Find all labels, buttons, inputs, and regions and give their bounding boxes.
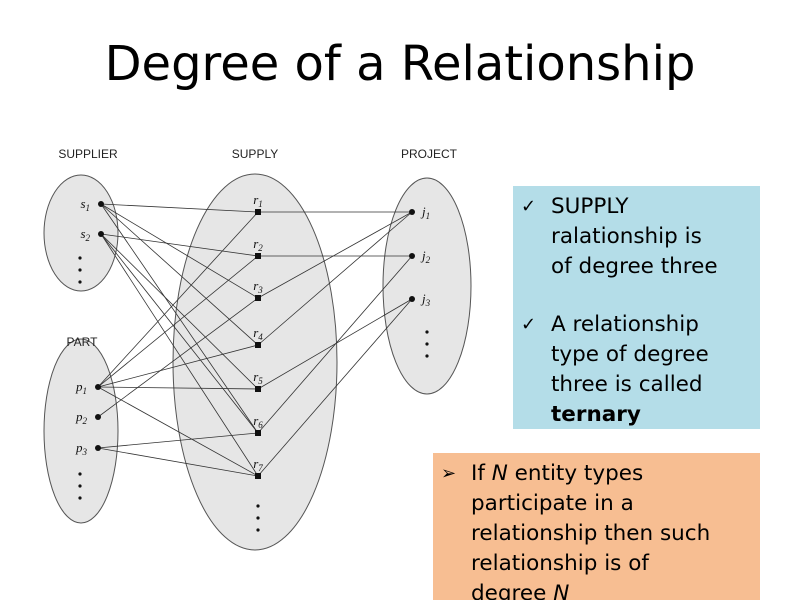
info-bullet-2-line: A relationship bbox=[551, 312, 699, 337]
r1-label: r1 bbox=[253, 192, 263, 209]
j2-label: j2 bbox=[420, 248, 431, 265]
r6-label: r6 bbox=[253, 413, 263, 430]
r6-node bbox=[255, 430, 261, 436]
note-variable: N bbox=[491, 461, 508, 486]
info-bullet-1-line: ralationship is bbox=[551, 224, 702, 249]
ellipsis-dot bbox=[78, 484, 82, 488]
j1-label: j1 bbox=[420, 204, 430, 221]
link-p1-r7 bbox=[97, 386, 259, 477]
r5-label: r5 bbox=[253, 369, 263, 386]
link-s1-r6 bbox=[100, 203, 259, 434]
r4-node bbox=[255, 342, 261, 348]
link-s2-r6 bbox=[100, 233, 259, 434]
info-bullet-1: ✓ SUPPLY ralationship is of degree three bbox=[521, 192, 754, 282]
ternary-relationship-diagram: SUPPLIERs1s2PARTp1p2p3SUPPLYr1r2r3r4r5r6… bbox=[43, 147, 472, 551]
ellipsis-dot bbox=[425, 354, 429, 358]
link-r4-j1 bbox=[257, 211, 413, 346]
supply-ellipse bbox=[172, 173, 338, 551]
project-ellipse bbox=[382, 177, 472, 395]
r7-node bbox=[255, 473, 261, 479]
s2-node bbox=[98, 231, 104, 237]
s2-label: s2 bbox=[80, 226, 90, 243]
r2-node bbox=[255, 253, 261, 259]
link-s1-r4 bbox=[100, 203, 259, 346]
ellipsis-dot bbox=[425, 342, 429, 346]
link-p2-r3 bbox=[97, 297, 259, 418]
note-bullet: ➢ If N entity types participate in a rel… bbox=[441, 459, 754, 600]
p2-node bbox=[95, 414, 101, 420]
supply-label: SUPPLY bbox=[232, 147, 278, 161]
note-text: relationship is of bbox=[471, 551, 649, 576]
note-variable: N bbox=[553, 581, 570, 600]
j3-node bbox=[409, 296, 415, 302]
p3-node bbox=[95, 445, 101, 451]
j3-label: j3 bbox=[420, 291, 431, 308]
link-s1-r1 bbox=[100, 203, 259, 213]
ellipsis-dot bbox=[256, 528, 260, 532]
s1-label: s1 bbox=[80, 196, 90, 213]
j2-node bbox=[409, 253, 415, 259]
ellipsis-dot bbox=[78, 256, 82, 260]
ternary-term: ternary bbox=[551, 402, 641, 427]
part-ellipse bbox=[43, 338, 119, 524]
link-p3-r7 bbox=[97, 447, 259, 477]
r1-node bbox=[255, 209, 261, 215]
link-s1-r3 bbox=[100, 203, 259, 299]
link-r3-j1 bbox=[257, 211, 413, 299]
ellipsis-dot bbox=[78, 472, 82, 476]
s1-node bbox=[98, 201, 104, 207]
note-text: relationship then such bbox=[471, 521, 711, 546]
supplier-label: SUPPLIER bbox=[58, 147, 118, 161]
r3-label: r3 bbox=[253, 278, 263, 295]
n-degree-note-box: ➢ If N entity types participate in a rel… bbox=[433, 453, 760, 600]
info-bullet-1-line: SUPPLY bbox=[551, 194, 629, 219]
note-text: degree bbox=[471, 581, 554, 600]
ellipsis-dot bbox=[78, 496, 82, 500]
note-text: If bbox=[471, 461, 492, 486]
ellipsis-dot bbox=[256, 516, 260, 520]
checkmark-icon: ✓ bbox=[521, 314, 537, 335]
info-bullet-1-line: of degree three bbox=[551, 254, 718, 279]
ellipsis-dot bbox=[78, 268, 82, 272]
r3-node bbox=[255, 295, 261, 301]
r5-node bbox=[255, 386, 261, 392]
arrow-bullet-icon: ➢ bbox=[441, 463, 457, 484]
info-bullet-2-line: three is called bbox=[551, 372, 703, 397]
note-text: entity types bbox=[507, 461, 644, 486]
link-r7-j3 bbox=[257, 298, 413, 477]
p1-node bbox=[95, 384, 101, 390]
link-r6-j2 bbox=[257, 255, 413, 434]
ellipsis-dot bbox=[425, 330, 429, 334]
link-s2-r2 bbox=[100, 233, 259, 257]
r2-label: r2 bbox=[253, 236, 263, 253]
note-text: participate in a bbox=[471, 491, 634, 516]
ellipsis-dot bbox=[78, 280, 82, 284]
info-bullet-2: ✓ A relationship type of degree three is… bbox=[521, 310, 754, 430]
info-bullet-2-line: type of degree bbox=[551, 342, 709, 367]
checkmark-icon: ✓ bbox=[521, 196, 537, 217]
link-p1-r4 bbox=[97, 344, 259, 388]
part-label: PART bbox=[67, 335, 99, 349]
j1-node bbox=[409, 209, 415, 215]
link-p1-r5 bbox=[97, 386, 259, 390]
project-label: PROJECT bbox=[401, 147, 458, 161]
ellipsis-dot bbox=[256, 504, 260, 508]
slide-title: Degree of a Relationship bbox=[104, 36, 696, 92]
link-p1-r2 bbox=[97, 255, 259, 388]
link-s2-r5 bbox=[100, 233, 259, 390]
r7-label: r7 bbox=[253, 456, 263, 473]
link-p3-r6 bbox=[97, 432, 259, 449]
r4-label: r4 bbox=[253, 325, 263, 342]
link-p1-r1 bbox=[97, 211, 259, 388]
degree-three-info-box: ✓ SUPPLY ralationship is of degree three… bbox=[513, 186, 760, 429]
